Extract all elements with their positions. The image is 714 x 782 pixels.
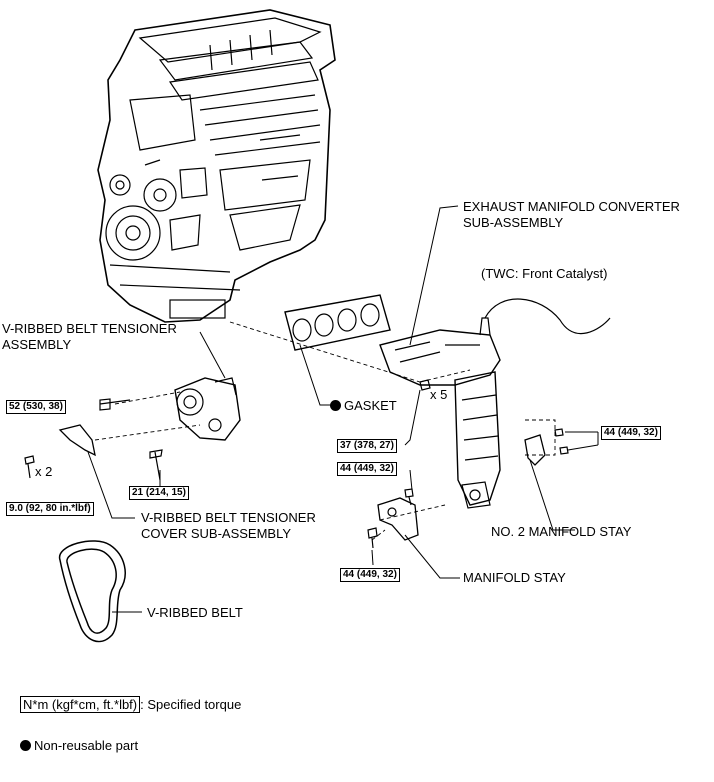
torque-44-stay: 44 (449, 32) bbox=[337, 462, 397, 476]
tensioner-part bbox=[99, 377, 241, 481]
v-ribbed-belt-part bbox=[59, 540, 126, 643]
label-manifold-stay: MANIFOLD STAY bbox=[463, 570, 566, 585]
label-gasket: GASKET bbox=[330, 398, 397, 414]
torque-9: 9.0 (92, 80 in.*lbf) bbox=[6, 502, 94, 516]
label-cover-line1: V-RIBBED BELT TENSIONER bbox=[141, 510, 316, 525]
exhaust-manifold-part bbox=[379, 298, 611, 509]
label-exhaust-manifold-line2: SUB-ASSEMBLY bbox=[463, 215, 564, 230]
legend-dot-icon bbox=[20, 740, 31, 751]
non-reusable-dot-icon bbox=[330, 400, 341, 411]
label-twc: (TWC: Front Catalyst) bbox=[481, 266, 608, 281]
torque-44-right: 44 (449, 32) bbox=[601, 426, 661, 440]
engine-block bbox=[97, 9, 336, 323]
legend-nonreusable: Non-reusable part bbox=[20, 738, 138, 754]
torque-44-lower: 44 (449, 32) bbox=[340, 568, 400, 582]
no2-manifold-stay-part bbox=[524, 434, 546, 466]
label-tensioner-line2: ASSEMBLY bbox=[2, 337, 72, 352]
label-v-ribbed-belt: V-RIBBED BELT bbox=[147, 605, 243, 620]
label-x5: x 5 bbox=[430, 387, 448, 402]
gasket-text: GASKET bbox=[344, 398, 397, 413]
legend-torque-box: N*m (kgf*cm, ft.*lbf) bbox=[20, 696, 141, 713]
label-tensioner-line1: V-RIBBED BELT TENSIONER bbox=[2, 321, 177, 336]
label-x2: x 2 bbox=[35, 464, 53, 479]
torque-37: 37 (378, 27) bbox=[337, 439, 397, 453]
label-no2-manifold-stay: NO. 2 MANIFOLD STAY bbox=[491, 524, 632, 539]
bolts bbox=[24, 379, 569, 549]
torque-21: 21 (214, 15) bbox=[129, 486, 189, 500]
legend-nonreusable-text: Non-reusable part bbox=[34, 738, 139, 753]
tensioner-cover-part bbox=[58, 424, 96, 457]
manifold-stay-part bbox=[377, 497, 419, 541]
gasket-part bbox=[284, 294, 391, 351]
legend-torque-desc: : Specified torque bbox=[140, 697, 242, 712]
label-cover-line2: COVER SUB-ASSEMBLY bbox=[141, 526, 292, 541]
torque-52: 52 (530, 38) bbox=[6, 400, 66, 414]
legend-torque: N*m (kgf*cm, ft.*lbf): Specified torque bbox=[20, 696, 242, 713]
label-exhaust-manifold-line1: EXHAUST MANIFOLD CONVERTER bbox=[463, 199, 680, 214]
